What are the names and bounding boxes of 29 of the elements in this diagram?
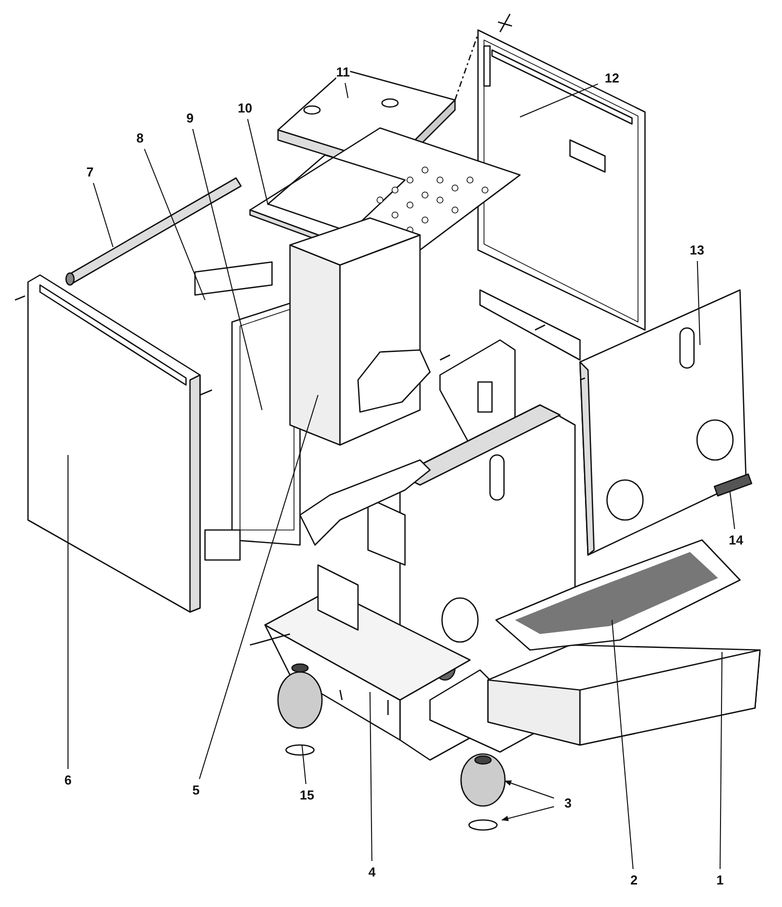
callout-number: 14 [728, 532, 744, 548]
leader-line [344, 82, 348, 98]
callout-number: 8 [136, 130, 144, 146]
callout-number: 15 [300, 788, 314, 802]
callout-number: 13 [690, 242, 704, 258]
callout-number: 5 [192, 782, 200, 798]
callout-number: 7 [86, 164, 94, 180]
leader-line [370, 692, 372, 862]
leader-line [247, 118, 268, 206]
leader-line [501, 806, 554, 822]
leader-line [696, 260, 700, 346]
leader-line [192, 128, 262, 410]
callout-number: 6 [64, 772, 72, 788]
leader-line [198, 394, 318, 780]
callout-number: 10 [238, 100, 252, 116]
callout-number: 9 [186, 110, 194, 126]
leader-line [504, 780, 554, 799]
leader-line [302, 744, 306, 784]
leader-line [730, 492, 736, 530]
callout-number: 4 [368, 864, 376, 880]
leader-line [144, 148, 206, 300]
callout-number: 3 [564, 796, 572, 810]
callout-number: 11 [336, 64, 350, 80]
leader-line [720, 652, 722, 870]
callout-number: 2 [630, 872, 638, 888]
leader-line [612, 620, 634, 870]
callout-number: 1 [716, 872, 724, 888]
leader-line [92, 182, 114, 248]
callout-number: 12 [604, 70, 620, 86]
